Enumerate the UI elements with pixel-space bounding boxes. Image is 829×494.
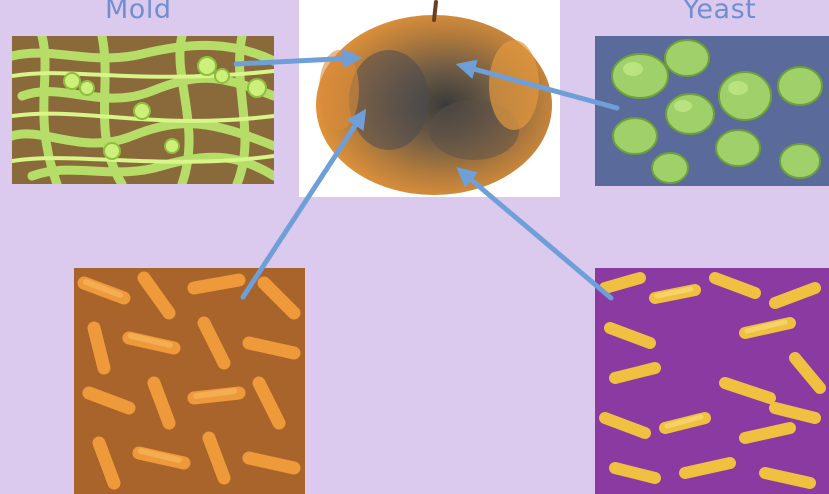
rotting-apple-photo [299, 0, 560, 197]
bacteria-micrograph-right [595, 268, 829, 494]
mold-micrograph [12, 36, 274, 184]
yeast-label: Yeast [683, 0, 756, 25]
bacteria-micrograph-left [74, 268, 305, 494]
yeast-micrograph [595, 36, 829, 186]
mold-label: Mold [105, 0, 171, 25]
